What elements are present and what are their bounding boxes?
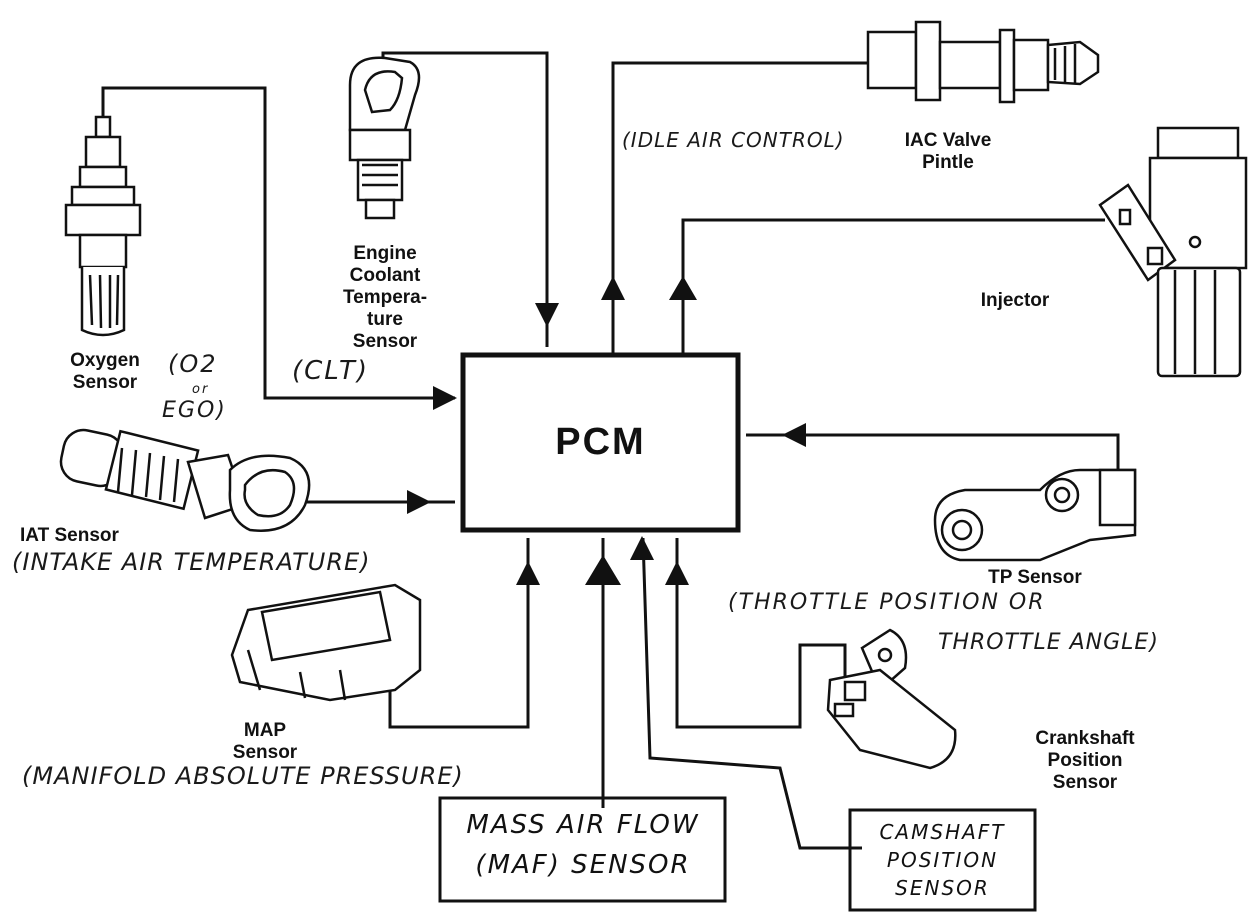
pcm-box [460, 352, 741, 533]
oxygen-sensor-label: Oxygen Sensor [70, 350, 140, 393]
crank-arrow [665, 561, 689, 585]
iac-line [611, 61, 868, 355]
iat-sensor-label: IAT Sensor [20, 525, 119, 546]
coolant-sensor-label: Engine Coolant Tempera- ture Sensor [342, 243, 428, 352]
coolant-note: (CLT) [292, 356, 370, 386]
maf-arrow [585, 555, 621, 585]
maf-sensor-line1: MASS AIR FLOW [466, 810, 700, 840]
crank-sensor-image [826, 628, 957, 770]
cam-sensor-line2: POSITION [886, 848, 999, 872]
tp-line [746, 433, 1120, 470]
oxygen-note-ego: EGO) [162, 398, 227, 423]
iac-valve-label: IAC Valve Pintle [904, 130, 992, 173]
map-arrow [516, 561, 540, 585]
injector-image [1098, 126, 1248, 378]
crank-line [675, 538, 847, 729]
iat-note: (INTAKE AIR TEMPERATURE) [12, 548, 371, 576]
coolant-sensor-image [348, 56, 421, 220]
oxygen-sensor-image [64, 115, 142, 337]
maf-sensor-line2: (MAF) SENSOR [475, 850, 691, 880]
map-note: (MANIFOLD ABSOLUTE PRESSURE) [22, 762, 464, 790]
iat-sensor-image [59, 428, 311, 532]
oxygen-arrow [433, 386, 457, 410]
oxygen-note: (O2 [168, 350, 218, 378]
iac-note: (IDLE AIR CONTROL) [622, 128, 845, 152]
oxygen-line [101, 86, 455, 400]
injector-label: Injector [980, 290, 1050, 311]
iac-arrow [601, 276, 625, 300]
oxygen-note-or: or [192, 382, 210, 397]
map-sensor-image [230, 583, 422, 702]
pcm-label: PCM [555, 421, 646, 463]
cam-sensor-line1: CAMSHAFT [879, 820, 1006, 844]
tp-sensor-label: TP Sensor [988, 567, 1082, 588]
tp-sensor-image [933, 468, 1137, 562]
maf-box [438, 796, 727, 903]
map-line [388, 538, 530, 729]
iac-valve-image [866, 20, 1100, 104]
tp-arrow [782, 423, 806, 447]
cam-line [641, 537, 862, 850]
coolant-arrow [535, 303, 559, 327]
map-sensor-label: MAP Sensor [232, 720, 298, 763]
injector-line [681, 218, 1105, 355]
injector-arrow [669, 276, 697, 300]
coolant-line [381, 51, 549, 347]
iat-arrow [407, 490, 431, 514]
cam-arrow [630, 536, 654, 560]
cam-box [848, 808, 1037, 912]
tp-note-line2: THROTTLE ANGLE) [938, 630, 1159, 655]
tp-note-line1: (THROTTLE POSITION OR [728, 590, 1046, 615]
crank-sensor-label: Crankshaft Position Sensor [1035, 728, 1135, 793]
cam-sensor-line3: SENSOR [895, 876, 990, 900]
